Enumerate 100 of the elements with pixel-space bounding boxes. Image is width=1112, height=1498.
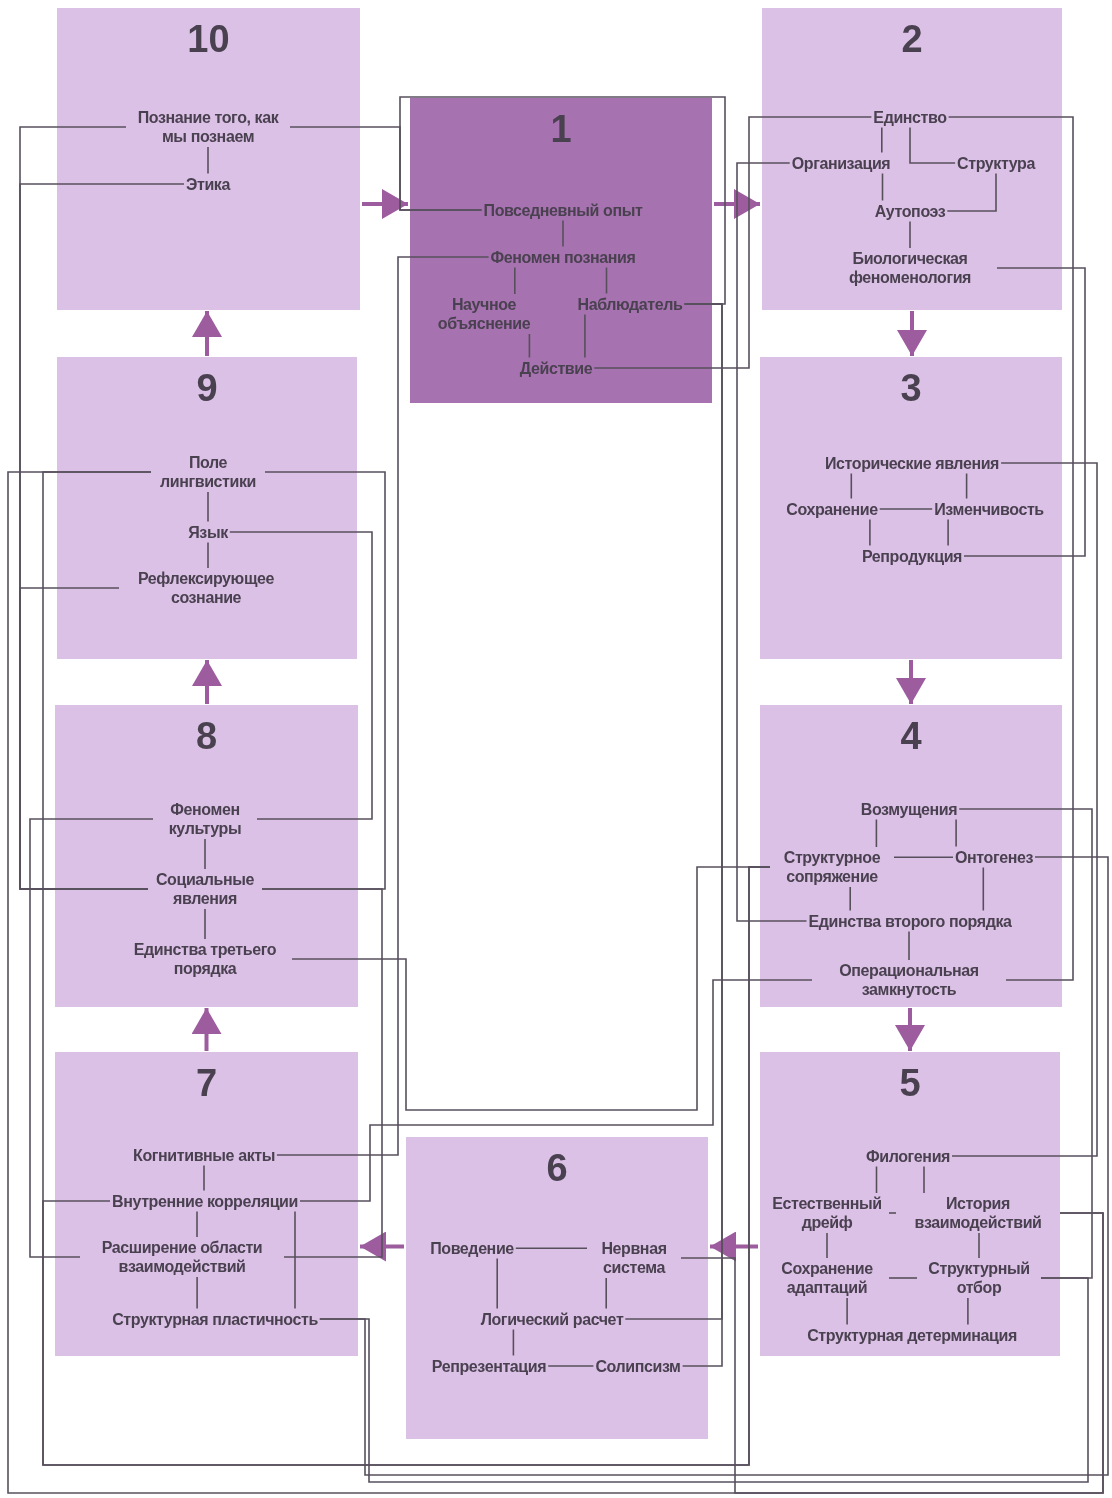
connector-line bbox=[982, 866, 985, 912]
concept-label: Нервная система bbox=[589, 1239, 679, 1277]
concept-label: Поле лингвистики bbox=[153, 453, 263, 491]
concept-label: Исторические явления bbox=[824, 453, 1000, 473]
concept-panel bbox=[760, 357, 1062, 659]
connector-line bbox=[399, 96, 726, 305]
connector-line bbox=[261, 888, 383, 1258]
concept-label: Наблюдатель bbox=[577, 294, 683, 314]
connector-line bbox=[978, 1232, 980, 1259]
concept-label: Язык bbox=[188, 522, 228, 542]
concept-panel bbox=[760, 1052, 1060, 1356]
connector-line bbox=[888, 1212, 897, 1214]
connector-line bbox=[207, 146, 209, 175]
connector-line bbox=[951, 462, 1098, 1157]
connector-line bbox=[946, 172, 997, 212]
connector-line bbox=[947, 518, 949, 547]
connector-line bbox=[294, 1210, 296, 1310]
panel-number: 5 bbox=[899, 1062, 921, 1105]
connector-line bbox=[869, 518, 871, 547]
concept-label: Внутренние корреляции bbox=[112, 1191, 298, 1211]
connector-line bbox=[826, 1232, 828, 1259]
panel-number: 4 bbox=[900, 715, 922, 758]
connector-line bbox=[846, 1297, 848, 1326]
concept-panel bbox=[55, 1052, 358, 1356]
connector-line bbox=[42, 866, 771, 1466]
concept-label: Феномен культуры bbox=[155, 800, 255, 838]
connector-line bbox=[736, 162, 808, 922]
concept-label: Познание того, как мы познаем bbox=[128, 108, 288, 146]
connector-line bbox=[909, 126, 956, 164]
concept-label: Сохранение адаптаций bbox=[767, 1259, 887, 1297]
connector-line bbox=[967, 1297, 969, 1326]
concept-label: Рефлексирующее сознание bbox=[121, 569, 291, 607]
connector-line bbox=[881, 126, 883, 154]
flow-arrow bbox=[360, 1231, 404, 1262]
connector-line bbox=[547, 1365, 595, 1367]
concept-label: Филогения bbox=[866, 1146, 950, 1166]
connector-line bbox=[19, 587, 149, 890]
concept-panel bbox=[55, 705, 358, 1007]
connector-line bbox=[229, 531, 373, 820]
concept-label: Единство bbox=[873, 107, 947, 127]
connector-line bbox=[955, 818, 957, 848]
concept-label: Научное объяснение bbox=[429, 295, 539, 333]
connector-line bbox=[196, 1210, 198, 1238]
connector-line bbox=[923, 1165, 925, 1194]
connector-line bbox=[196, 1276, 198, 1310]
panel-number: 1 bbox=[550, 108, 572, 151]
concept-label: Единства третьего порядка bbox=[120, 940, 290, 978]
connector-line bbox=[207, 491, 209, 523]
connector-line bbox=[947, 116, 1074, 981]
connector-line bbox=[203, 1164, 205, 1192]
connector-line bbox=[681, 303, 723, 1367]
panel-number: 2 bbox=[901, 18, 923, 61]
connector-line bbox=[909, 220, 911, 249]
connector-line bbox=[875, 818, 878, 848]
concept-label: Логический расчет bbox=[480, 1309, 624, 1329]
connector-line bbox=[875, 1165, 878, 1194]
flow-arrow bbox=[895, 1008, 925, 1051]
concept-label: Действие bbox=[519, 358, 593, 378]
concept-label: Естественный дрейф bbox=[767, 1194, 887, 1232]
concept-label: Когнитивные акты bbox=[133, 1145, 275, 1165]
concept-label: Репродукция bbox=[862, 546, 962, 566]
concept-label: Биологическая феноменология bbox=[825, 249, 995, 287]
flow-arrow bbox=[192, 660, 222, 704]
connector-line bbox=[276, 256, 490, 1156]
concept-label: Операциональная замкнутость bbox=[814, 961, 1004, 999]
connector-line bbox=[965, 472, 968, 500]
connector-line bbox=[584, 313, 586, 359]
connector-line bbox=[849, 886, 851, 912]
connector-line bbox=[29, 818, 154, 1258]
concept-label: Изменчивость bbox=[934, 499, 1044, 519]
concept-panel bbox=[406, 1137, 708, 1439]
connector-line bbox=[605, 1277, 607, 1310]
panel-number: 8 bbox=[195, 715, 218, 758]
flow-arrow bbox=[896, 660, 926, 704]
connector-line bbox=[593, 116, 873, 369]
panel-number: 7 bbox=[195, 1062, 218, 1105]
concept-label: Сохранение bbox=[786, 499, 878, 519]
connector-line bbox=[299, 979, 813, 1202]
concept-label: Поведение bbox=[430, 1238, 514, 1258]
concept-label: Структура bbox=[957, 153, 1035, 173]
connector-line bbox=[207, 541, 209, 569]
connector-line bbox=[605, 266, 608, 295]
concept-label: Онтогенез bbox=[955, 847, 1033, 867]
connector-line bbox=[893, 856, 954, 859]
concept-panel bbox=[57, 8, 360, 310]
connector-line bbox=[958, 808, 1093, 1279]
concept-label: Аутопоэз bbox=[874, 201, 946, 221]
panel-number: 3 bbox=[900, 367, 922, 410]
panel-number: 6 bbox=[546, 1147, 568, 1190]
connector-line bbox=[528, 333, 531, 359]
connector-line bbox=[204, 838, 206, 870]
panel-number: 10 bbox=[187, 18, 230, 61]
concept-label: История взаимодействий bbox=[898, 1194, 1058, 1232]
connector-line bbox=[512, 1328, 515, 1357]
connector-line bbox=[562, 219, 564, 248]
concept-panel bbox=[410, 98, 712, 403]
panel-number: 9 bbox=[196, 367, 218, 410]
concept-label: Структурное сопряжение bbox=[772, 848, 892, 886]
concept-label: Повседневный опыт bbox=[483, 200, 643, 220]
concept-label: Расширение области взаимодействий bbox=[82, 1238, 282, 1276]
